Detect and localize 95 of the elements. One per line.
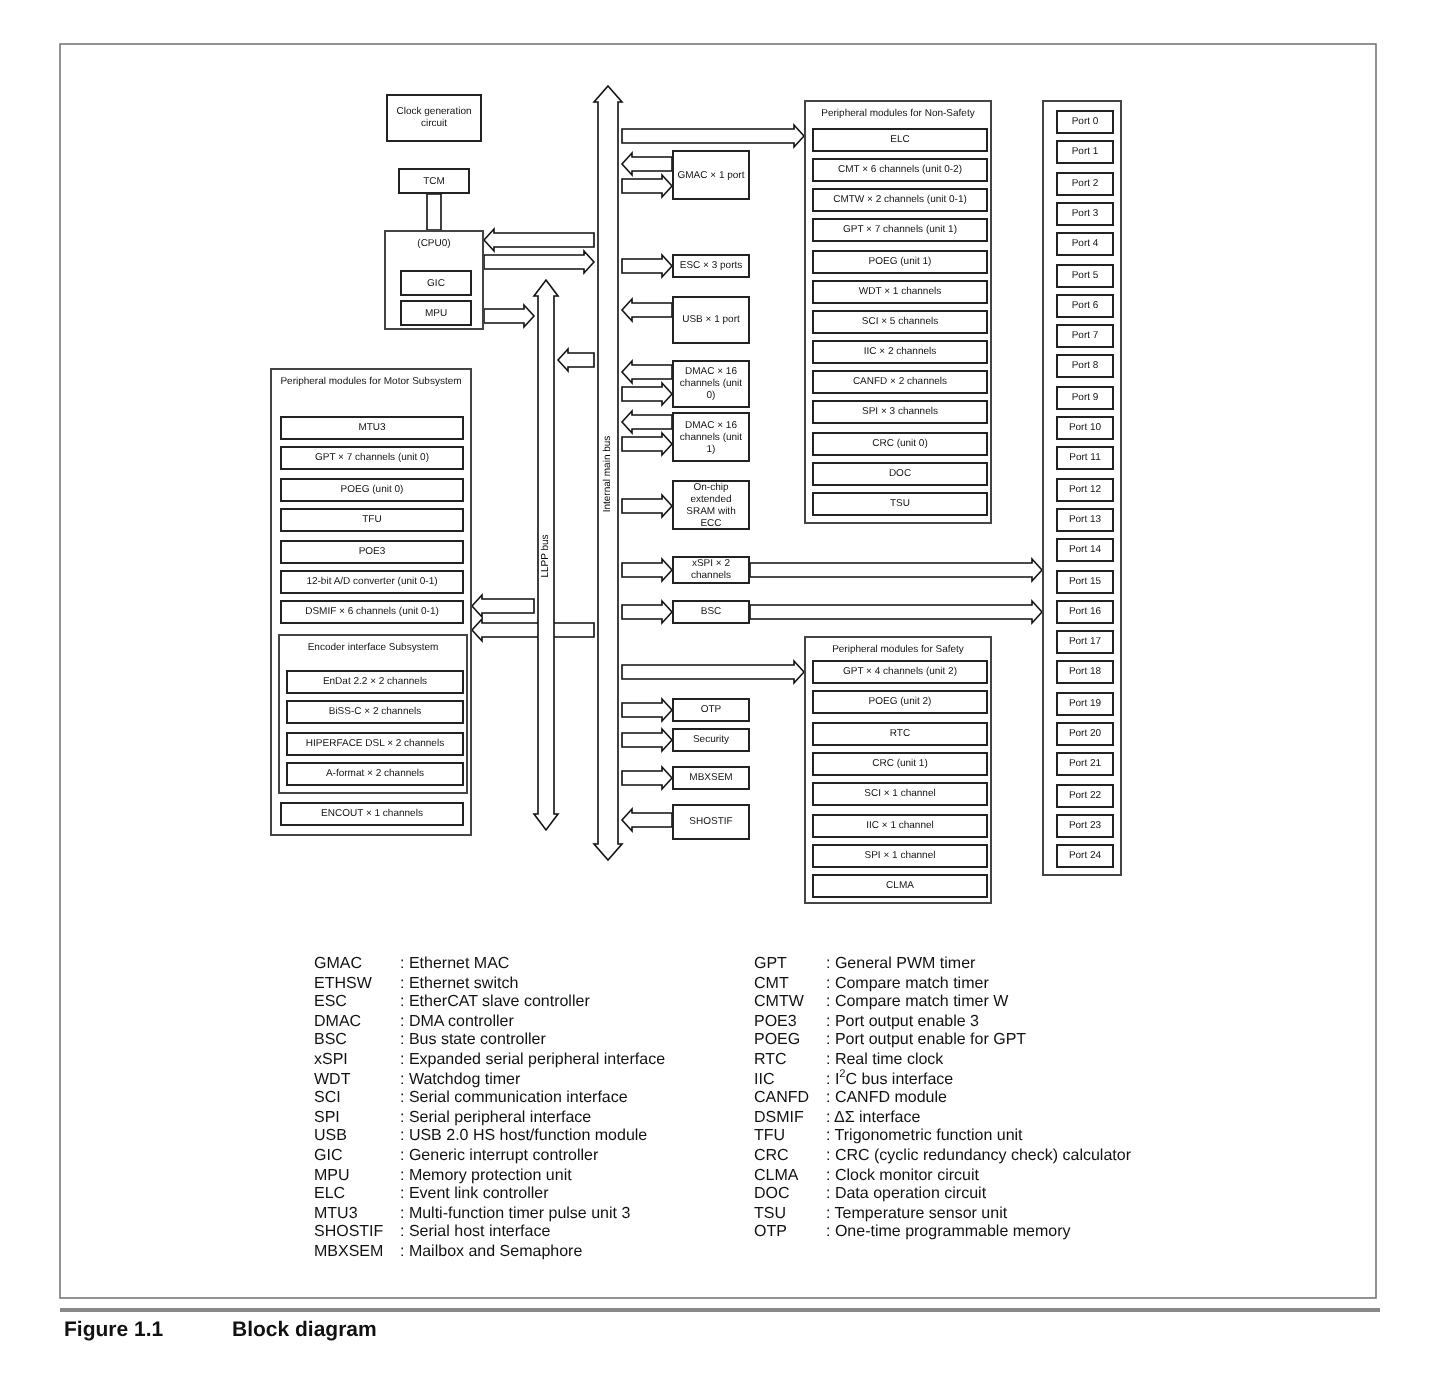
abbreviation-term: MBXSEM [314, 1242, 384, 1260]
caption-text: Block diagram [232, 1318, 377, 1342]
bus-connector-arrow [482, 226, 595, 254]
abbreviation-definition: : Multi-function timer pulse unit 3 [400, 1203, 631, 1222]
abbreviation-term: GPT [754, 954, 787, 972]
bus-connector-arrow [621, 598, 674, 626]
abbreviation-definition: : Trigonometric function unit [826, 1126, 1023, 1145]
bus-connector-arrow [621, 380, 674, 408]
abbreviation-definition: : Data operation circuit [826, 1184, 987, 1203]
figure-number: Figure 1.1 [64, 1318, 164, 1342]
abbreviation-definition: : DMA controller [400, 1011, 514, 1030]
abbreviation-definition: : Memory protection unit [400, 1165, 572, 1184]
abbreviation-definition: : USB 2.0 HS host/function module [400, 1126, 648, 1145]
abbreviation-definition: : Generic interrupt controller [400, 1146, 599, 1164]
abbreviation-term: MTU3 [314, 1203, 358, 1222]
group-panel [1042, 100, 1122, 876]
abbreviation-term: ESC [314, 992, 347, 1011]
bus-connector-arrow [483, 302, 536, 330]
abbreviation-term: TSU [754, 1203, 786, 1222]
abbreviation-term: CMTW [754, 992, 804, 1011]
abbreviation-definition: : CRC (cyclic redundancy check) calculator [826, 1146, 1131, 1164]
abbreviation-term: GMAC [314, 954, 362, 972]
abbreviation-definition: : Compare match timer [826, 973, 989, 992]
bus-connector-arrow [426, 193, 442, 231]
abbreviation-definition: : Serial communication interface [400, 1088, 628, 1107]
abbreviation-term: SCI [314, 1088, 341, 1107]
abbreviation-term: WDT [314, 1069, 351, 1088]
abbreviation-definition: : Real time clock [826, 1050, 944, 1068]
abbreviation-term: POEG [754, 1030, 801, 1049]
abbreviation-definition: : Serial peripheral interface [400, 1107, 592, 1126]
abbreviation-definition: : Port output enable for GPT [826, 1030, 1027, 1049]
abbreviation-term: SPI [314, 1107, 340, 1126]
abbreviation-definition: : Port output enable 3 [826, 1011, 979, 1030]
group-panel [270, 368, 472, 836]
abbreviation-definition: : Bus state controller [400, 1030, 546, 1049]
bus-connector-arrow [621, 430, 674, 458]
abbreviation-definition: : Clock monitor circuit [826, 1165, 979, 1184]
bus-connector-arrow [621, 556, 674, 584]
abbreviation-term: CMT [754, 973, 789, 992]
abbreviation-term: DSMIF [754, 1107, 804, 1126]
bus-connector-arrow [470, 592, 535, 620]
abbreviation-term: DOC [754, 1184, 790, 1203]
abbreviation-term: GIC [314, 1146, 343, 1164]
abbreviation-term: ELC [314, 1184, 346, 1203]
bus-connector-arrow [621, 492, 674, 520]
abbreviation-definition: : Ethernet MAC [400, 954, 510, 972]
abbreviation-definition: : CANFD module [826, 1088, 947, 1107]
abbreviation-definition: : Compare match timer W [826, 992, 1009, 1011]
bus-connector-arrow [621, 726, 674, 754]
abbreviation-definition: : Mailbox and Semaphore [400, 1242, 583, 1260]
abbreviation-definition: : Ethernet switch [400, 973, 519, 992]
abbreviation-term: MPU [314, 1165, 350, 1184]
abbreviation-term: OTP [754, 1222, 787, 1241]
bus-connector-arrow [621, 764, 674, 792]
bus-connector-arrow [620, 408, 673, 436]
bus-connector-arrow [483, 248, 596, 276]
abbreviation-term: IIC [754, 1069, 775, 1088]
bus-connector-arrow [621, 696, 674, 724]
group-panel [804, 100, 992, 524]
abbreviation-definition: : EtherCAT slave controller [400, 992, 590, 1011]
abbreviation-term: ETHSW [314, 973, 372, 992]
bus-connector-arrow [620, 150, 673, 178]
abbreviation-definition: : Temperature sensor unit [826, 1203, 1008, 1222]
abbreviation-definition: : One-time programmable memory [826, 1222, 1071, 1241]
abbreviation-term: POE3 [754, 1011, 797, 1030]
abbreviation-term: BSC [314, 1030, 347, 1049]
abbreviation-term: CRC [754, 1146, 789, 1164]
abbreviation-definition: : General PWM timer [826, 954, 976, 972]
bus-connector-arrow [620, 358, 673, 386]
abbreviation-definition: : ΔΣ interface [826, 1107, 921, 1126]
bus-connector-arrow [621, 122, 806, 150]
abbreviation-term: RTC [754, 1050, 787, 1068]
bus-connector-arrow [620, 296, 673, 324]
bus-connector-arrow [556, 346, 595, 374]
bus-connector-arrow [749, 556, 1044, 584]
group-panel [384, 230, 484, 330]
abbreviation-definition: : Event link controller [400, 1184, 549, 1203]
bus-connector-arrow [620, 806, 673, 834]
bus-connector-arrow [749, 598, 1044, 626]
abbreviation-definition: : I$^{2}$C bus interface [826, 1069, 954, 1088]
abbreviation-term: xSPI [314, 1050, 348, 1068]
abbreviation-term: USB [314, 1126, 347, 1145]
group-panel [278, 634, 468, 794]
abbreviation-term: TFU [754, 1126, 786, 1145]
bus-connector-arrow [621, 252, 674, 280]
abbreviation-definition: : Expanded serial peripheral interface [400, 1050, 666, 1068]
abbreviation-term: DMAC [314, 1011, 362, 1030]
abbreviation-definition: : Watchdog timer [400, 1069, 521, 1088]
abbreviation-term: CLMA [754, 1165, 799, 1184]
abbreviation-definition: : Serial host interface [400, 1222, 551, 1241]
abbreviation-term: CANFD [754, 1088, 810, 1107]
bus-connector-arrow [621, 658, 806, 686]
bus-connector-arrow [621, 172, 674, 200]
group-panel [804, 636, 992, 904]
abbreviation-term: SHOSTIF [314, 1222, 384, 1241]
